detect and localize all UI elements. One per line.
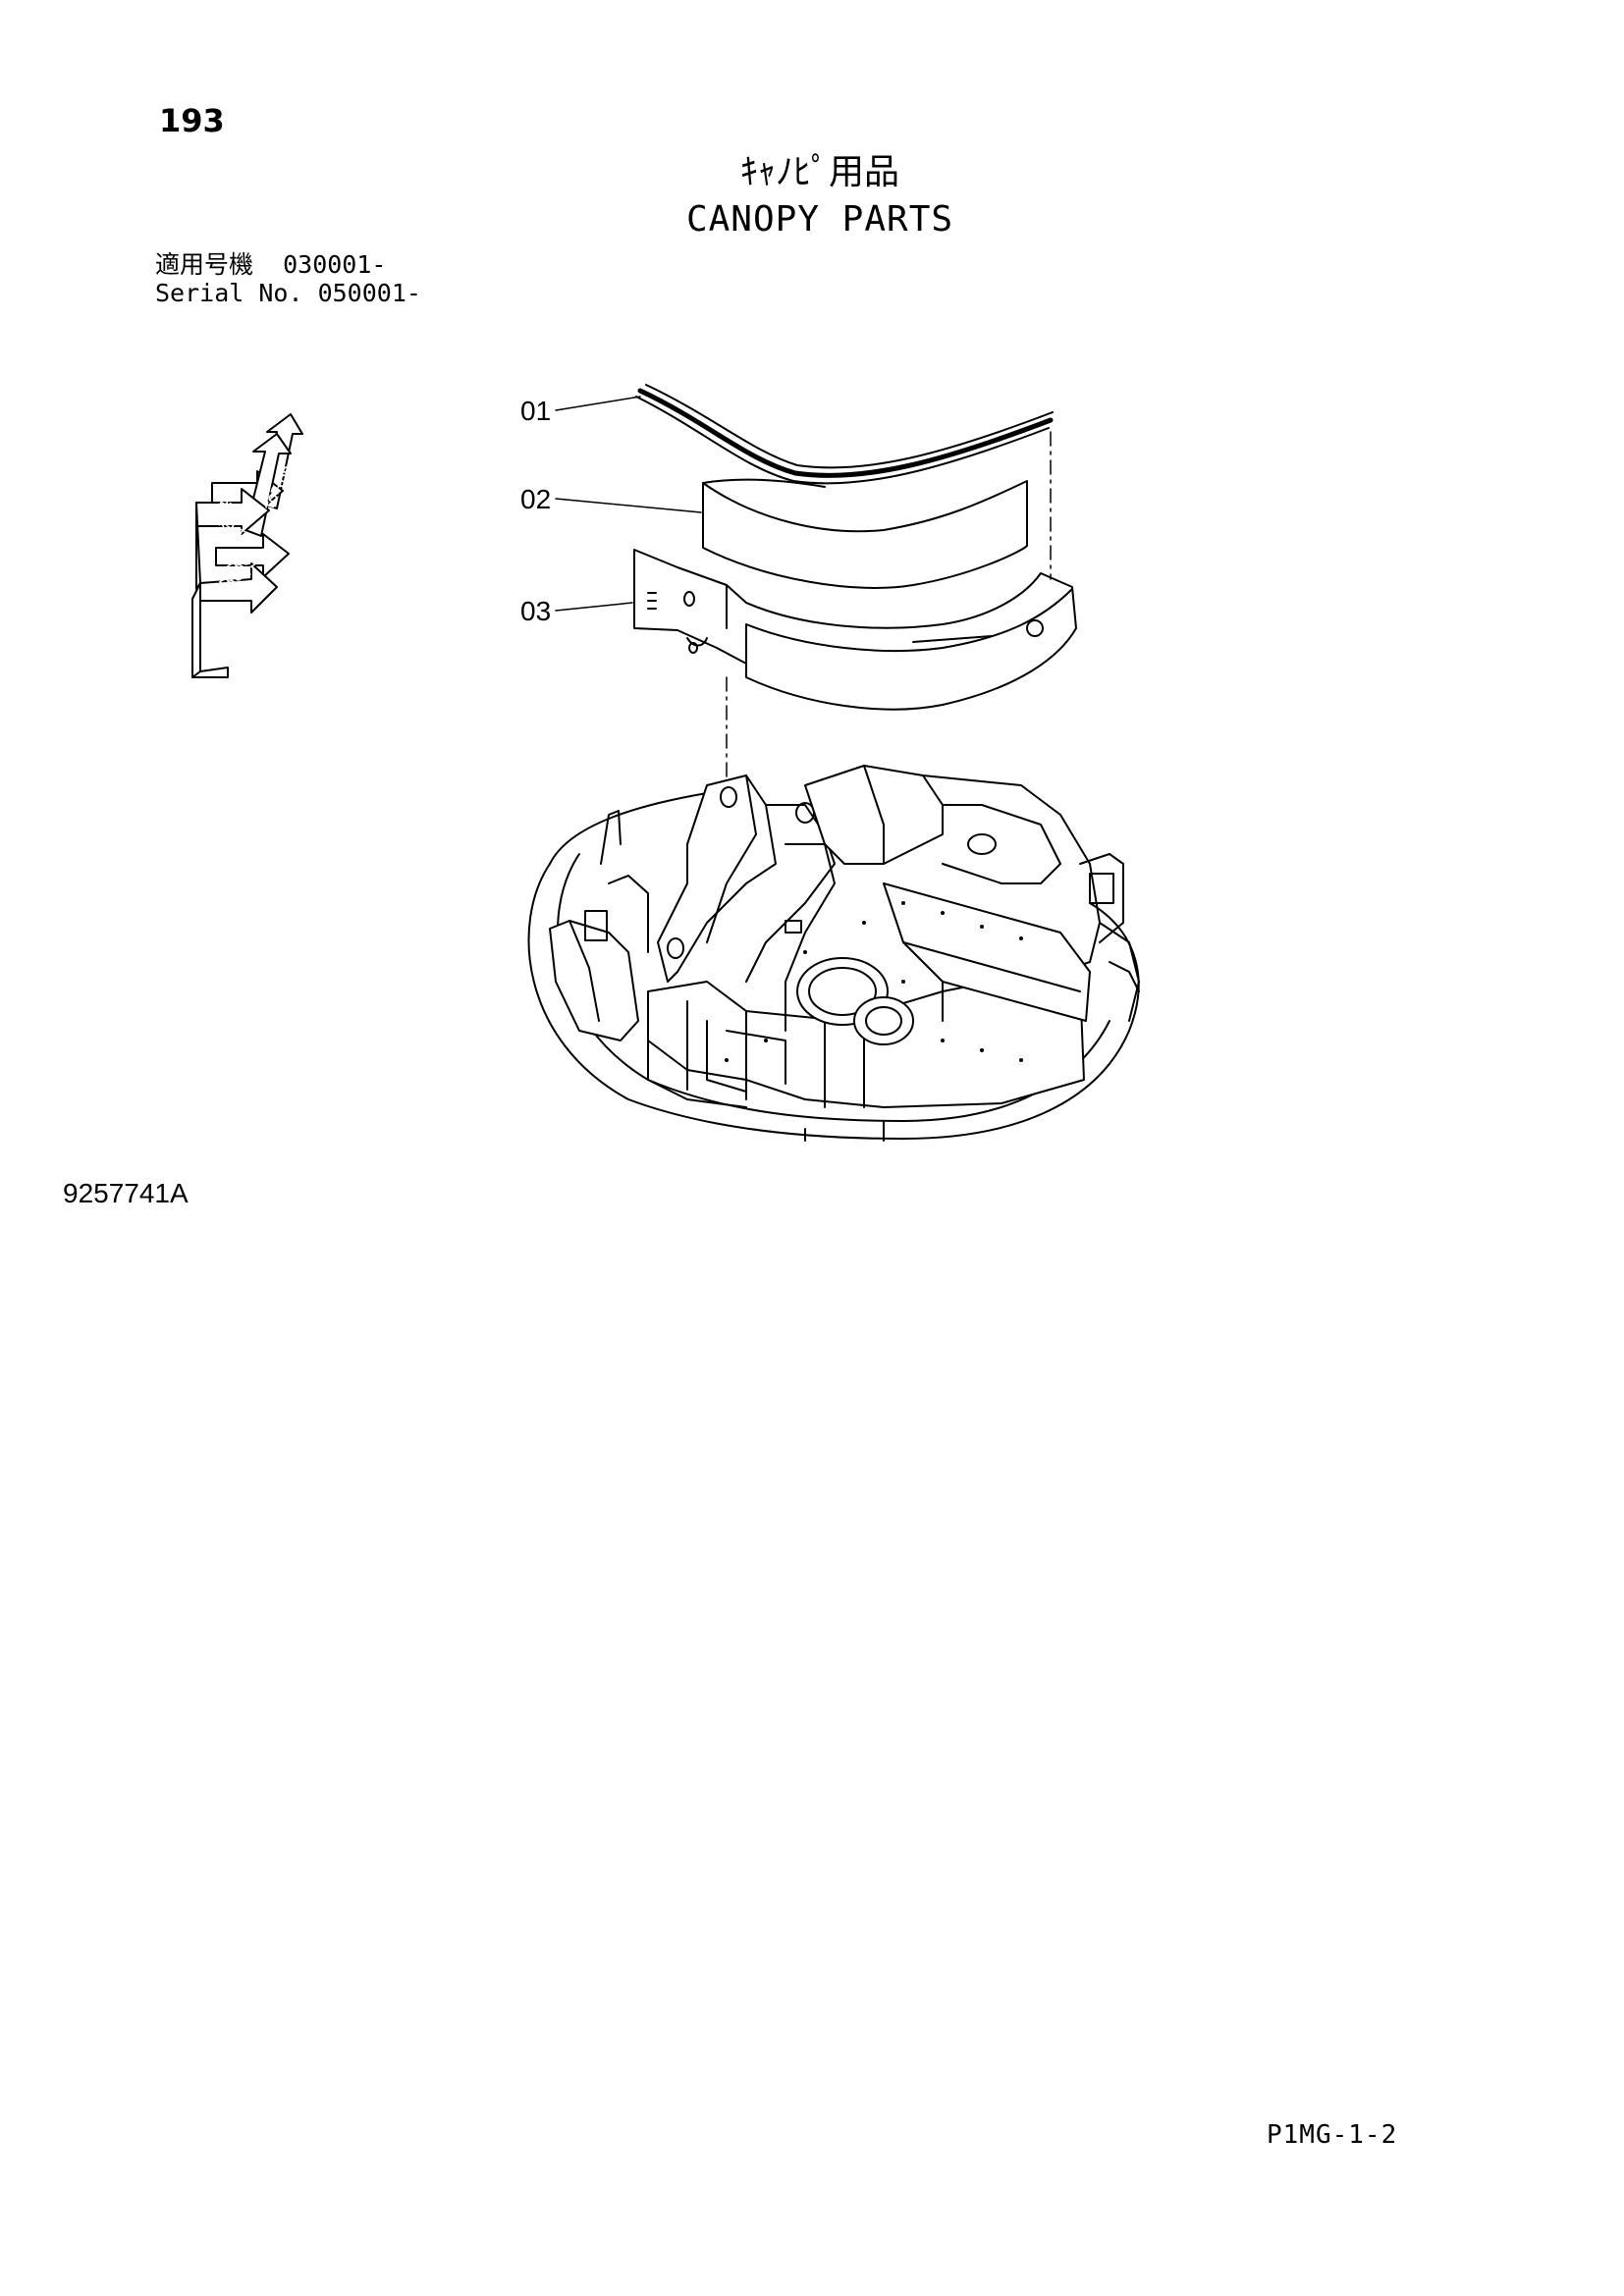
parts-exploded-diagram: TOP RIGHT FRONT TOP RIGHT FRONT xyxy=(191,384,1140,1142)
title-english: CANOPY PARTS xyxy=(685,199,954,240)
orientation-indicator-icon: TOP RIGHT FRONT TOP RIGHT FRONT xyxy=(191,413,303,678)
serial-applicability: 適用号機 030001-Serial No. 050001- xyxy=(155,250,421,307)
callout-03: 03 xyxy=(520,596,551,626)
page-number: 193 xyxy=(159,102,225,139)
revolving-frame xyxy=(527,765,1140,1142)
part-01-seal-strip xyxy=(635,384,1054,485)
page-title: ｷｬﾉﾋﾟ用品 CANOPY PARTS xyxy=(0,149,1624,243)
part-03-canopy-cover xyxy=(633,549,1077,711)
callout-leaders xyxy=(555,396,702,612)
serial-line-english: Serial No. 050001- xyxy=(155,279,421,307)
part-02-panel xyxy=(702,478,1028,589)
callout-02: 02 xyxy=(520,484,551,514)
title-japanese: ｷｬﾉﾋﾟ用品 xyxy=(739,152,899,192)
sheet-code: P1MG-1-2 xyxy=(1267,2120,1398,2150)
serial-line-japanese: 適用号機 030001- xyxy=(155,250,387,279)
drawing-code: 9257741A xyxy=(63,1178,189,1208)
callout-01: 01 xyxy=(520,396,551,426)
